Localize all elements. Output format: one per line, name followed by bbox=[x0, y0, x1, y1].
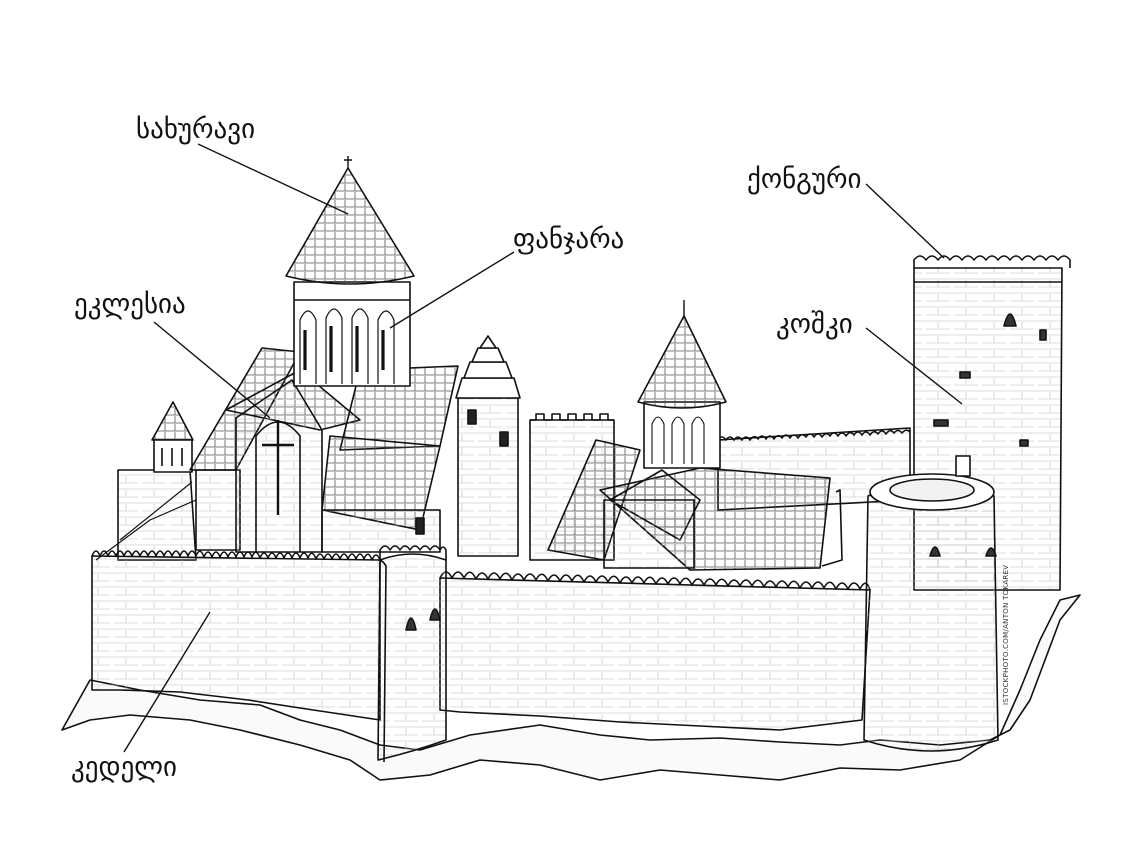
left-chapel-roof bbox=[152, 402, 193, 440]
label-window: ფანჯარა bbox=[513, 226, 624, 253]
label-church: ეკლესია bbox=[74, 291, 186, 318]
bell-tower bbox=[456, 336, 520, 556]
small-church-cone bbox=[638, 316, 726, 408]
front-round-tower bbox=[378, 546, 446, 762]
church-left-wing bbox=[196, 470, 240, 550]
main-church bbox=[190, 156, 458, 552]
label-roof: სახურავი bbox=[136, 116, 255, 143]
small-church-drum bbox=[644, 402, 720, 468]
left-chapel-drum bbox=[154, 440, 192, 472]
leader-merlon bbox=[866, 184, 944, 258]
label-merlon: ქონგური bbox=[747, 166, 861, 193]
round-tower-right bbox=[864, 456, 998, 751]
church-cone-roof bbox=[286, 168, 414, 284]
label-wall: კედელი bbox=[71, 754, 177, 781]
label-tower: კოშკი bbox=[776, 311, 853, 338]
left-back-wall bbox=[118, 470, 196, 560]
leader-roof bbox=[198, 144, 348, 214]
photo-credit: ISTOCKPHOTO.COM/ANTON TOKAREV bbox=[1002, 565, 1010, 705]
tall-tower-merlons bbox=[914, 256, 1070, 268]
